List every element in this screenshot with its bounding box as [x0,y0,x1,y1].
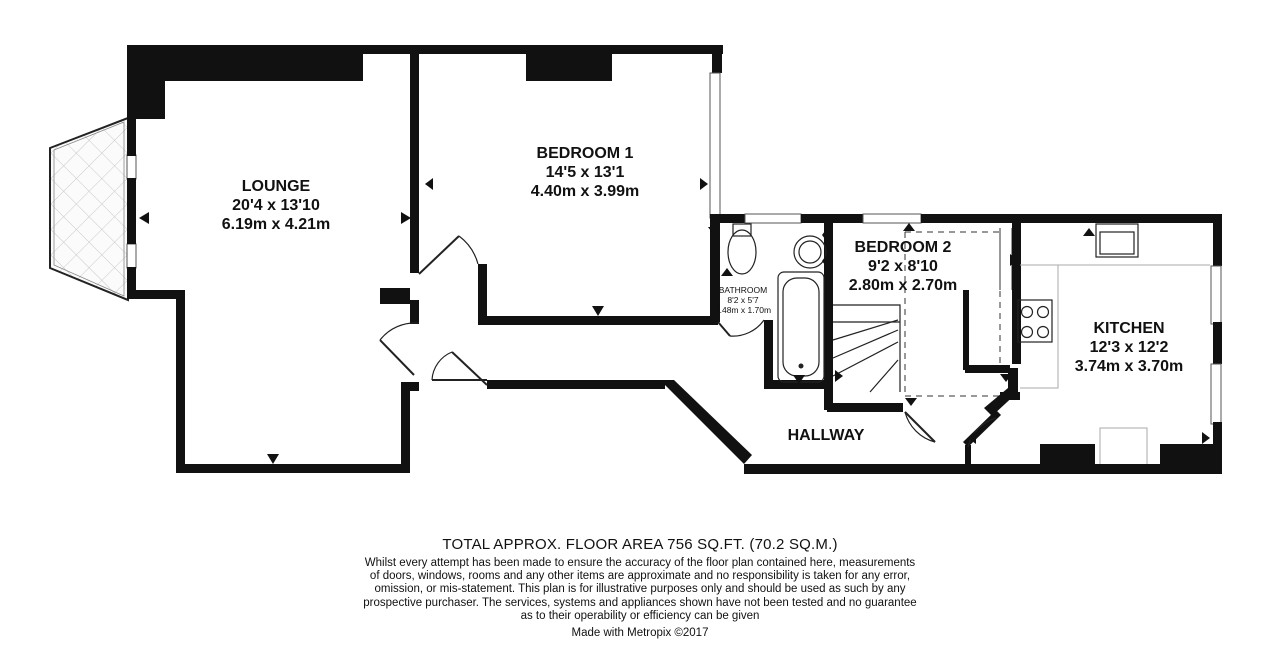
bedroom1-imperial: 14'5 x 13'1 [546,164,625,181]
bathroom [720,213,863,410]
bathroom-name: BATHROOM [719,285,767,295]
disclaimer-line: Whilst every attempt has been made to en… [364,557,916,569]
lounge-walls [127,45,723,473]
disclaimer-line: omission, or mis-statement. This plan is… [374,583,906,596]
room-label-hallway: HALLWAY [788,427,865,444]
bedroom2-metric: 2.80m x 2.70m [849,277,958,294]
room-label-kitchen: KITCHEN 12'3 x 12'2 3.74m x 3.70m [1075,320,1184,375]
disclaimer: Whilst every attempt has been made to en… [0,557,1280,623]
bathroom-imperial: 8'2 x 5'7 [727,295,758,305]
kitchen-name: KITCHEN [1093,320,1164,337]
bedroom2-imperial: 9'2 x 8'10 [868,258,938,275]
toilet-icon [727,229,757,275]
disclaimer-line: prospective purchaser. The services, sys… [363,596,917,609]
room-label-lounge: LOUNGE 20'4 x 13'10 6.19m x 4.21m [222,178,331,233]
made-with-credit: Made with Metropix ©2017 [571,627,709,639]
kitchen-imperial: 12'3 x 12'2 [1090,339,1169,356]
bedroom2-name: BEDROOM 2 [855,239,952,256]
bedroom1-walls [478,45,722,325]
basin-icon [793,235,827,269]
kitchen-metric: 3.74m x 3.70m [1075,358,1184,375]
room-label-bathroom: BATHROOM 8'2 x 5'7 2.48m x 1.70m [715,285,771,315]
bedroom2 [827,213,1021,443]
lounge-name: LOUNGE [242,178,311,195]
bathroom-metric: 2.48m x 1.70m [715,305,771,315]
lounge-metric: 6.19m x 4.21m [222,216,331,233]
door-swings [379,235,997,448]
hob-icon [1017,299,1053,343]
total-floor-area: TOTAL APPROX. FLOOR AREA 756 SQ.FT. (70.… [442,536,838,553]
direction-markers [139,178,1210,464]
bedroom1-name: BEDROOM 1 [537,145,634,162]
sink-icon [1095,223,1139,258]
disclaimer-line: of doors, windows, rooms and any other i… [369,570,911,583]
lounge-imperial: 20'4 x 13'10 [232,197,320,214]
bay-window [49,116,137,302]
bedroom1-metric: 4.40m x 3.99m [531,183,640,200]
floor-plan: LOUNGE 20'4 x 13'10 6.19m x 4.21m BEDROO… [49,45,1222,474]
room-label-bedroom1: BEDROOM 1 14'5 x 13'1 4.40m x 3.99m [531,145,640,200]
room-label-bedroom2: BEDROOM 2 9'2 x 8'10 2.80m x 2.70m [849,239,958,294]
disclaimer-line: as to their operability or efficiency ca… [520,609,760,622]
bath-icon [777,271,825,383]
